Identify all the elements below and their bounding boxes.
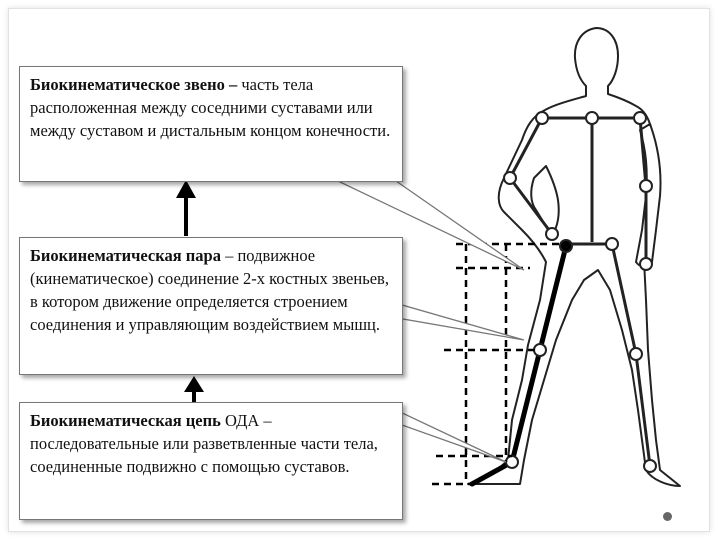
joints (503, 111, 657, 473)
dashed-brackets (432, 242, 566, 486)
term-chain: Биокинематическая цепь (30, 411, 221, 430)
kinematic-chain-highlight (469, 243, 569, 487)
term-pair: Биокинематическая пара (30, 246, 221, 265)
definition-box-link: Биокинематическое звено – часть тела рас… (19, 66, 403, 182)
definition-box-pair: Биокинематическая пара – подвижное (кине… (19, 237, 403, 375)
term-link: Биокинематическое звено – (30, 75, 238, 94)
nav-dot-icon[interactable] (663, 512, 672, 521)
definition-link: часть тела расположенная между соседними… (30, 75, 391, 140)
definition-box-chain: Биокинематическая цепь ОДА – последовате… (19, 402, 403, 520)
definition-chain: ОДА – последовательные или разветвленные… (30, 411, 378, 476)
up-arrow-icon (176, 180, 196, 236)
skeleton-links (508, 116, 652, 467)
up-arrow-icon (184, 376, 204, 402)
body-silhouette (467, 27, 681, 487)
definition-pair: – подвижное (кинематическое) соединение … (30, 246, 389, 334)
